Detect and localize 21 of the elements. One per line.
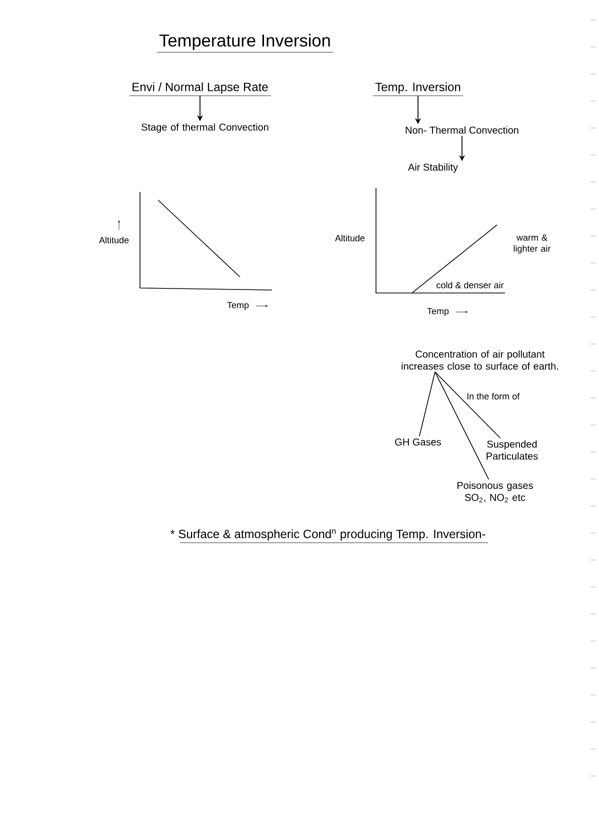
note-text: Stage of thermal Convection <box>142 123 268 133</box>
connector <box>434 371 490 480</box>
note-text: GH Gases <box>395 438 441 446</box>
heading: * Surface & atmospheric Cond$^{n}$ producing Temp. Inversion- <box>170 529 488 543</box>
connector <box>418 371 436 437</box>
heading: Envi / Normal Lapse Rate <box>129 82 271 96</box>
connector <box>434 371 501 439</box>
note-text: Non- Thermal Convection <box>406 126 518 134</box>
title: Temperature Inversion <box>156 34 334 52</box>
heading: Temp. Inversion <box>372 82 464 96</box>
note-text: Air Stability <box>408 163 458 173</box>
curve-label: cold & denser air <box>436 282 504 288</box>
curve-label: warm & lighter air <box>514 234 551 254</box>
edge-label: In the form of <box>467 392 520 400</box>
note-text: Suspended Particulates <box>486 440 538 460</box>
axis-label: Temp <box>427 308 449 316</box>
note-text: Concentration of air pollutant increases close to surface of earth. <box>402 350 558 370</box>
axis-label: Temp <box>227 302 249 310</box>
note-text: Poisonous gases SO$_{2}$, NO$_{2}$ etc <box>457 482 533 502</box>
axis-label: Altitude <box>335 234 365 242</box>
axis-label: Altitude <box>99 236 129 244</box>
